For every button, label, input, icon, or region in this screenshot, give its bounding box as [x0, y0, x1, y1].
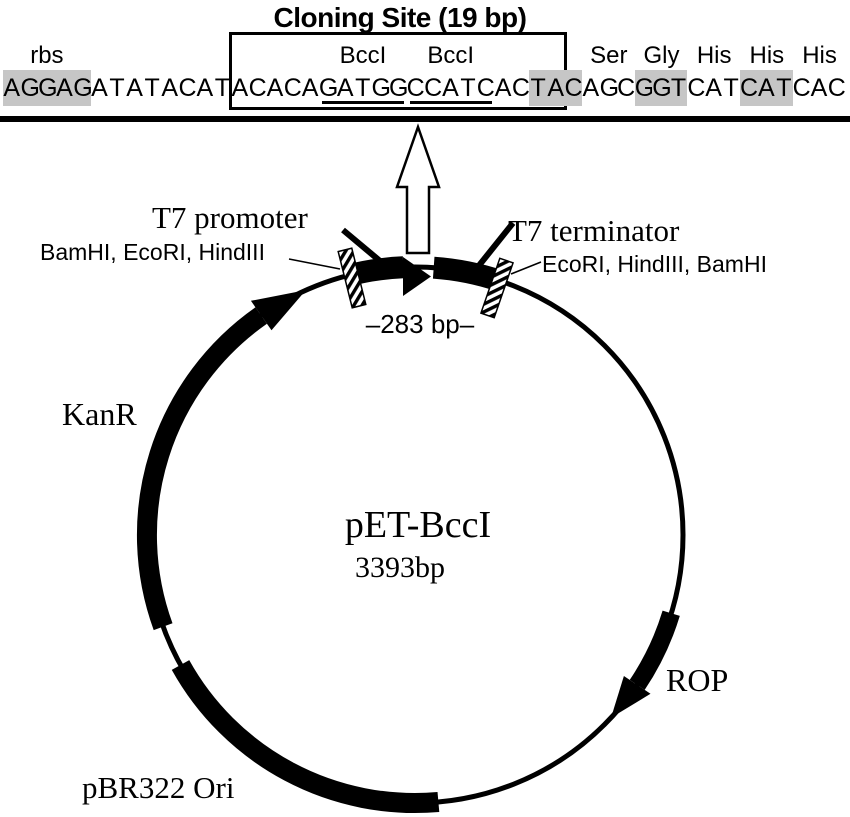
terminator-restriction-sites-label: EcoRI, HindIII, BamHI	[542, 251, 767, 277]
dna-base: C	[283, 74, 302, 102]
sequence-annotation-label: BccI	[427, 42, 475, 69]
sequence-annotation-label: Gly	[643, 42, 680, 69]
dna-base: C	[476, 74, 495, 102]
dna-base: A	[55, 70, 74, 106]
dna-base: C	[564, 70, 583, 106]
rop-label: ROP	[666, 662, 729, 698]
dna-base: A	[442, 74, 459, 102]
dna-base: T	[144, 74, 160, 102]
underline-layer	[0, 101, 850, 105]
rop-arc	[629, 610, 680, 690]
t7-terminator-tick	[474, 221, 516, 270]
dna-base: T	[460, 74, 476, 102]
pbr322-ori-arc	[171, 660, 440, 814]
plasmid-name: pET-BccI	[344, 504, 492, 546]
dna-base: T	[529, 70, 547, 106]
dna-base: T	[669, 70, 688, 106]
kanr-arrowhead	[250, 290, 306, 331]
dna-base: C	[687, 74, 706, 102]
dna-base: C	[178, 74, 197, 102]
dna-base: A	[161, 74, 179, 102]
cassette-arc-right	[432, 256, 504, 292]
dna-base: C	[406, 74, 425, 102]
dna-sequence: AGGAGATATACATACACAGATGGCCATCACTACAGCGGTC…	[3, 70, 849, 106]
dna-base: A	[582, 74, 600, 102]
promoter-sites-leader-line	[288, 258, 341, 270]
sequence-annotation-label: Ser	[590, 42, 628, 69]
dna-base: C	[739, 70, 758, 106]
sequence-annotation-label: His	[802, 42, 837, 69]
dna-base: G	[371, 74, 391, 102]
dna-base: G	[389, 74, 409, 102]
dna-base: G	[634, 70, 654, 106]
dna-base: A	[266, 74, 284, 102]
terminator-sites-leader-line	[510, 261, 542, 275]
dna-base: A	[336, 74, 354, 102]
plasmid-size-label: 3393bp	[355, 551, 445, 584]
dna-base: A	[91, 74, 108, 102]
pbr322-ori-label: pBR322 Ori	[82, 770, 235, 805]
sequence-annotation-label: rbs	[30, 42, 64, 69]
sequence-annotation-label: His	[696, 42, 732, 69]
dna-base: A	[705, 74, 722, 102]
sequence-divider-rule	[0, 116, 850, 122]
dna-base: C	[827, 74, 846, 102]
dna-base: C	[248, 74, 267, 102]
dna-base: A	[494, 74, 512, 102]
kanr-label: KanR	[62, 396, 137, 432]
t7-promoter-arrowhead	[403, 257, 431, 296]
multicloning-marker-left	[337, 247, 367, 309]
dna-base: G	[38, 70, 58, 106]
rop-arrowhead	[611, 676, 651, 718]
dna-base: A	[546, 70, 565, 106]
dna-base: A	[3, 70, 21, 106]
dna-base: T	[723, 74, 739, 102]
sequence-annotation-label: His	[749, 42, 785, 69]
dna-base: T	[775, 70, 793, 106]
t7-promoter-tick	[341, 227, 388, 269]
kanr-arc	[136, 307, 267, 631]
t7-promoter-label: T7 promoter	[152, 200, 308, 235]
dna-base: C	[511, 74, 530, 102]
dna-base: A	[231, 74, 249, 102]
dna-base: G	[20, 70, 40, 106]
dna-base: T	[109, 74, 125, 102]
dna-base: A	[301, 74, 319, 102]
dna-base: G	[73, 70, 93, 106]
cloning-site-title: Cloning Site (19 bp)	[273, 2, 527, 33]
cloning-site-pointer-arrow	[395, 123, 441, 255]
sequence-annotation-label: BccI	[339, 42, 387, 69]
promoter-restriction-sites-label: BamHI, EcoRI, HindIII	[40, 239, 265, 265]
t7-terminator-label: T7 terminator	[508, 213, 680, 248]
dna-base: C	[424, 74, 443, 102]
dna-base: G	[318, 74, 339, 102]
dna-base: C	[792, 74, 811, 102]
dna-base: A	[196, 74, 214, 102]
dna-base: T	[355, 74, 371, 102]
dna-base: A	[810, 74, 828, 102]
multicloning-marker-right	[479, 257, 515, 319]
dna-base: A	[126, 74, 143, 102]
sequence-labels: rbs BccI BccI Ser Gly His His His	[0, 42, 850, 69]
dna-base: A	[757, 70, 776, 106]
insert-size-label: –283 bp–	[365, 309, 475, 339]
bcci-site-underline	[409, 101, 492, 104]
dna-base: G	[652, 70, 672, 106]
dna-base: T	[214, 74, 230, 102]
bcci-site-underline	[322, 101, 404, 104]
dna-base: G	[599, 74, 620, 102]
dna-base: C	[617, 74, 636, 102]
